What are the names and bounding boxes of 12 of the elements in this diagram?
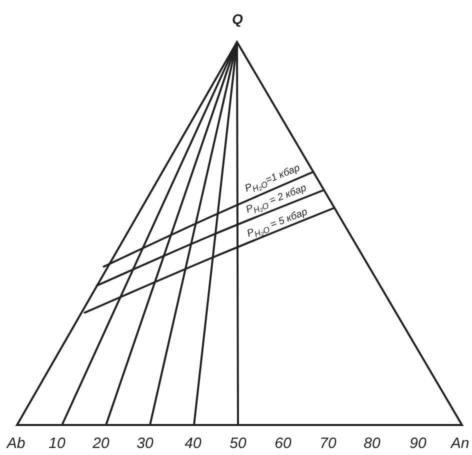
scale-tick-label: 10 [48, 436, 66, 451]
vertex-label: Ab [6, 436, 26, 451]
scale-tick-label: 90 [410, 436, 426, 451]
vertex-label: An [450, 436, 470, 451]
scale-tick-label: 80 [364, 436, 380, 451]
scale-tick-label: 20 [92, 436, 110, 451]
scale-tick-label: 50 [230, 436, 246, 451]
scale-tick-label: 70 [320, 436, 336, 451]
scale-tick-label: 30 [136, 436, 154, 451]
vertex-label: Q [232, 12, 243, 26]
scale-tick-label: 60 [274, 436, 292, 451]
scale-tick-label: 40 [184, 436, 202, 451]
